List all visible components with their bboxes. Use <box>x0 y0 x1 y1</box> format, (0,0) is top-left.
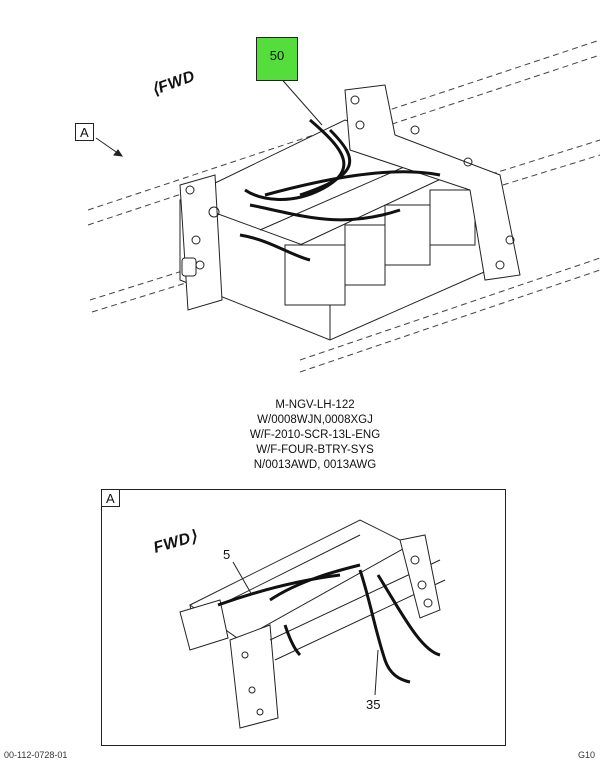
inset-right-bracket <box>399 534 441 619</box>
inset-cables <box>217 563 441 684</box>
inset-drawing <box>179 519 446 729</box>
footer-page-code: G10 <box>578 750 596 760</box>
callout-5: 5 <box>223 547 231 562</box>
callout-50-fill <box>256 37 298 81</box>
footer-drawing-number: 00-112-0728-01 <box>4 750 68 760</box>
view-tag-a-inset: A <box>101 489 120 507</box>
leader-line-50 <box>277 74 323 126</box>
callout-35: 35 <box>366 697 381 712</box>
inset-tray <box>179 519 446 729</box>
right-bracket <box>344 84 521 281</box>
note-line-4: W/F-FOUR-BTRY-SYS <box>256 444 374 456</box>
top-view-drawing <box>87 39 601 373</box>
view-a-arrow <box>95 137 124 157</box>
view-tag-a-top: A <box>75 123 94 141</box>
left-bracket <box>179 174 223 311</box>
leader-line-35 <box>374 649 379 696</box>
callout-50-label: 50 <box>269 48 285 63</box>
note-line-2: W/0008WJN,0008XGJ <box>257 414 373 426</box>
applicability-notes: M-NGV-LH-122 W/0008WJN,0008XGJ W/F-2010-… <box>205 398 425 473</box>
note-line-3: W/F-2010-SCR-13L-ENG <box>249 429 381 441</box>
leader-line-5 <box>232 561 253 596</box>
top-cables <box>239 118 441 262</box>
note-line-5: N/0013AWD, 0013AWG <box>253 459 377 471</box>
callout-50: 50 <box>256 37 298 81</box>
note-line-1: M-NGV-LH-122 <box>275 399 355 411</box>
inset-view-frame <box>101 489 506 746</box>
